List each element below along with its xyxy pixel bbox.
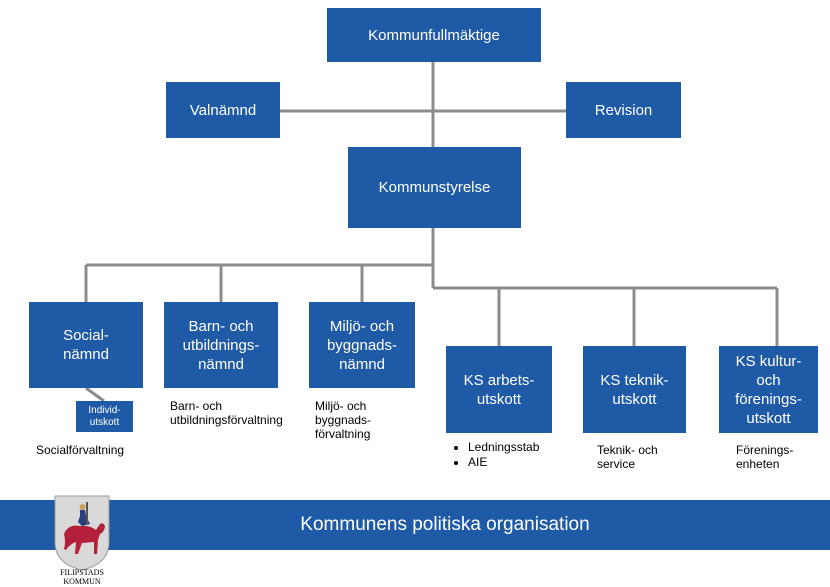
connector-social-individ — [85, 386, 105, 403]
node-socialnamnd: Social- nämnd — [29, 302, 143, 388]
node-kommunfullmaktige: Kommunfullmäktige — [327, 8, 541, 62]
node-barn-utbildning: Barn- och utbildnings- nämnd — [164, 302, 278, 388]
node-revision: Revision — [566, 82, 681, 138]
node-miljo-bygg: Miljö- och byggnads- nämnd — [309, 302, 415, 388]
note-barn-forvaltning: Barn- och utbildningsförvaltning — [170, 399, 283, 427]
node-ks-teknikutskott: KS teknik- utskott — [583, 346, 686, 433]
logo-text: FILIPSTADS KOMMUN — [60, 568, 104, 586]
node-kommunstyrelse: Kommunstyrelse — [348, 147, 521, 228]
footer-title: Kommunens politiska organisation — [300, 514, 590, 535]
note-socialforvaltning: Socialförvaltning — [36, 443, 125, 457]
coat-of-arms-icon — [54, 495, 110, 571]
note-arbetsutskott-list: Ledningsstab AIE — [450, 440, 539, 470]
note-teknik-service: Teknik- och service — [597, 443, 658, 471]
footer-banner: Kommunens politiska organisation — [0, 500, 830, 550]
note-miljo-forvaltning: Miljö- och byggnads- förvaltning — [315, 399, 372, 441]
node-ks-kulturutskott: KS kultur- och förenings- utskott — [719, 346, 818, 433]
note-foreningsenheten: Förenings- enheten — [736, 443, 794, 471]
node-ks-arbetsutskott: KS arbets- utskott — [446, 346, 552, 433]
list-item: AIE — [468, 455, 539, 470]
list-item: Ledningsstab — [468, 440, 539, 455]
node-individutskott: Individ- utskott — [76, 401, 133, 432]
node-valnamnd: Valnämnd — [166, 82, 280, 138]
